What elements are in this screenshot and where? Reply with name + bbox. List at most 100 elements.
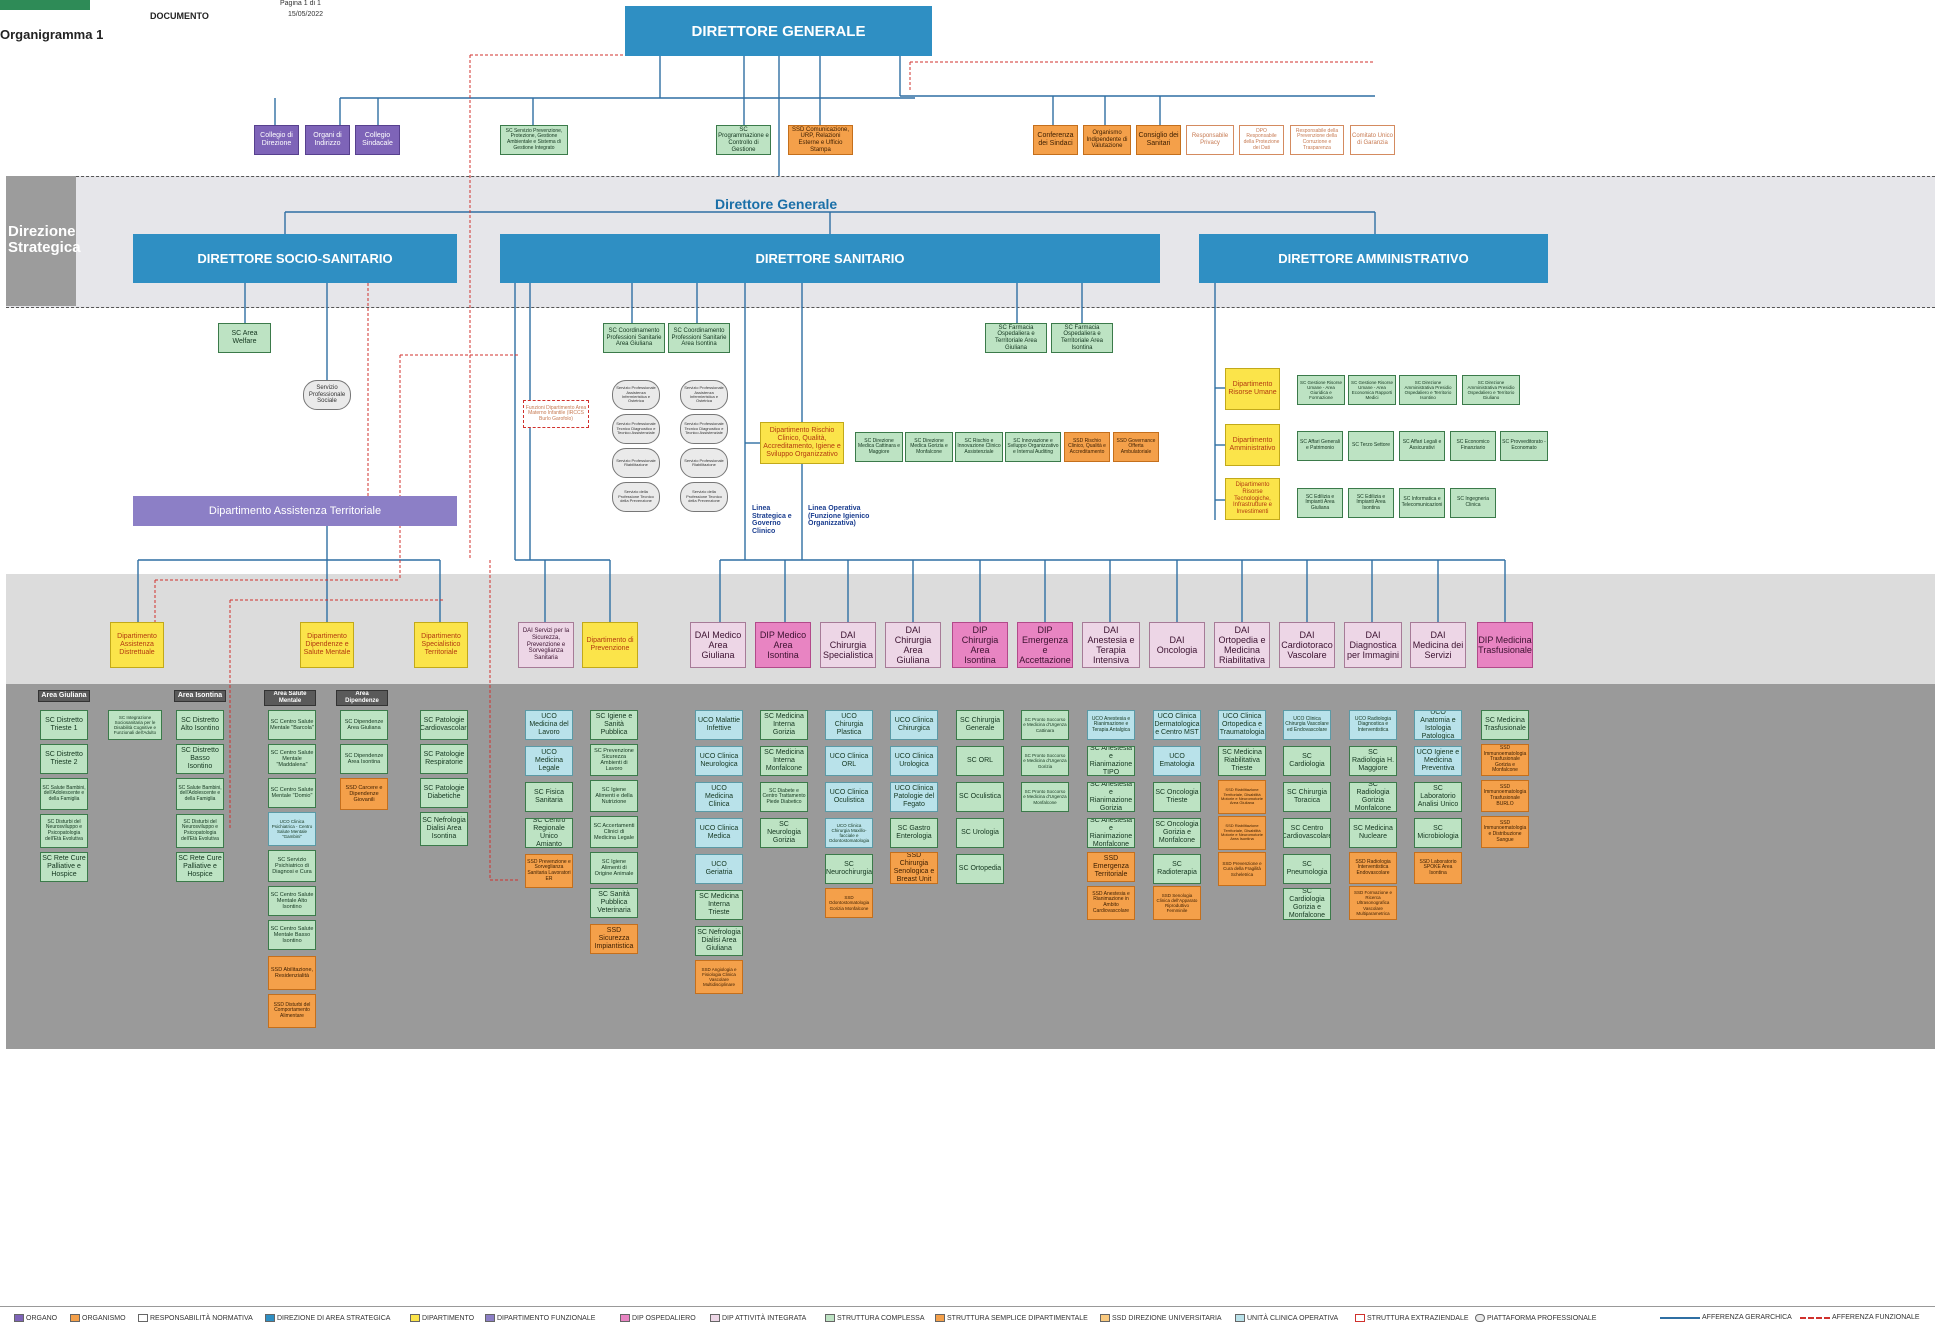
- c11-1[interactable]: SC Cardiologia: [1283, 746, 1331, 776]
- sc-area-welfare[interactable]: SC Area Welfare: [218, 323, 271, 353]
- c1-1[interactable]: SC Prevenzione Sicurezza Ambienti di Lav…: [590, 744, 638, 776]
- c9-2[interactable]: SC Oncologia Trieste: [1153, 782, 1201, 812]
- c11-5[interactable]: SC Cardiologia Gorizia e Monfalcone: [1283, 888, 1331, 920]
- direttore-sanitario-box[interactable]: DIRETTORE SANITARIO: [500, 234, 1160, 283]
- dsm-sm-4[interactable]: SC Servizio Psichiatrico di Diagnosi e C…: [268, 850, 316, 882]
- c12-5[interactable]: SSD Formazione e Ricerca Ultrasonografic…: [1349, 886, 1397, 920]
- c6-0[interactable]: SC Chirurgia Generale: [956, 710, 1004, 740]
- distr-integrazione[interactable]: SC Integrazione Sociosanitaria per le Di…: [108, 710, 162, 740]
- coord-area-giuliana[interactable]: SC Coordinamento Professioni Sanitarie A…: [603, 323, 665, 353]
- direttore-amministrativo-box[interactable]: DIRETTORE AMMINISTRATIVO: [1199, 234, 1548, 283]
- distr-i-3[interactable]: SC Disturbi del Neurosviluppo e Psicopat…: [176, 814, 224, 848]
- c1-0[interactable]: SC Igiene e Sanità Pubblica: [590, 710, 638, 740]
- dsm-sm-5[interactable]: SC Centro Salute Mentale Alto Isontino: [268, 886, 316, 916]
- distr-g-4[interactable]: SC Rete Cure Palliative e Hospice: [40, 852, 88, 882]
- c7-1[interactable]: SC Pronto Soccorso e Medicina d'Urgenza …: [1021, 746, 1069, 776]
- c10-4[interactable]: SSD Prevenzione e Cura della Fragilità S…: [1218, 852, 1266, 886]
- dip-trasfusionale[interactable]: DIP Medicina Trasfusionale: [1477, 622, 1533, 668]
- c11-2[interactable]: SC Chirurgia Toracica: [1283, 782, 1331, 812]
- distr-g-2[interactable]: SC Salute Bambini, dell'Adolescente e de…: [40, 778, 88, 810]
- c8-0[interactable]: UCO Anestesia e Rianimazione e Terapia A…: [1087, 710, 1135, 740]
- dipartimento-assistenza-territoriale[interactable]: Dipartimento Assistenza Territoriale: [133, 496, 457, 526]
- c11-3[interactable]: SC Centro Cardiovascolare: [1283, 818, 1331, 848]
- funzioni-materno-infantile[interactable]: Funzioni Dipartimento Area Materno Infan…: [523, 400, 589, 428]
- dai-medicina-servizi[interactable]: DAI Medicina dei Servizi: [1410, 622, 1466, 668]
- distr-g-3[interactable]: SC Disturbi del Neurosviluppo e Psicopat…: [40, 814, 88, 848]
- c13-1[interactable]: UCO Igiene e Medicina Preventiva: [1414, 746, 1462, 776]
- dg-mid-0[interactable]: SC Servizio Prevenzione, Protezione, Ges…: [500, 125, 568, 155]
- c11-4[interactable]: SC Pneumologia: [1283, 854, 1331, 884]
- farmacia-area-isontina[interactable]: SC Farmacia Ospedaliera e Territoriale A…: [1051, 323, 1113, 353]
- dipartimento-risorse-tecnologiche[interactable]: Dipartimento Risorse Tecnologiche, Infra…: [1225, 478, 1280, 520]
- coord-service-giuliana-2[interactable]: Servizio Professionale Riabilitazione: [612, 448, 660, 478]
- dai-cardiotoraco[interactable]: DAI Cardiotoraco Vascolare: [1279, 622, 1335, 668]
- amministrativo-child-4[interactable]: SC Provveditorato - Economato: [1500, 431, 1548, 461]
- dg-right-0[interactable]: Conferenza dei Sindaci: [1033, 125, 1078, 155]
- spec-0[interactable]: SC Patologie Cardiovascolari: [420, 710, 468, 740]
- c6-3[interactable]: SC Urologia: [956, 818, 1004, 848]
- c7-0[interactable]: SC Pronto Soccorso e Medicina d'Urgenza …: [1021, 710, 1069, 740]
- dsm-sm-8[interactable]: SSD Disturbi del Comportamento Alimentar…: [268, 994, 316, 1028]
- dai-ortopedia[interactable]: DAI Ortopedia e Medicina Riabilitativa: [1214, 622, 1270, 668]
- tecnologie-child-0[interactable]: SC Edilizia e Impianti Area Giuliana: [1297, 488, 1343, 518]
- rischio-child-2[interactable]: SC Rischio e Innovazione Clinico Assiste…: [955, 432, 1003, 462]
- c2-0[interactable]: UCO Malattie Infettive: [695, 710, 743, 740]
- c0-3[interactable]: SC Centro Regionale Unico Amianto: [525, 818, 573, 848]
- dg-right-6[interactable]: Comitato Unico di Garanzia: [1350, 125, 1395, 155]
- c0-1[interactable]: UCO Medicina Legale: [525, 746, 573, 776]
- c12-0[interactable]: UCO Radiologia Diagnostica e Interventis…: [1349, 710, 1397, 740]
- amministrativo-child-1[interactable]: SC Terzo Settore: [1348, 431, 1394, 461]
- dipartimento-risorse-umane[interactable]: Dipartimento Risorse Umane: [1225, 368, 1280, 410]
- c1-3[interactable]: SC Accertamenti Clinici di Medicina Lega…: [590, 816, 638, 848]
- c6-1[interactable]: SC ORL: [956, 746, 1004, 776]
- dai-chirurgia-giuliana[interactable]: DAI Chirurgia Area Giuliana: [885, 622, 941, 668]
- c6-4[interactable]: SC Ortopedia: [956, 854, 1004, 884]
- servizio-professionale-sociale[interactable]: Servizio Professionale Sociale: [303, 380, 351, 410]
- c12-3[interactable]: SC Medicina Nucleare: [1349, 818, 1397, 848]
- c13-4[interactable]: SSD Laboratorio SPOKE Area Isontina: [1414, 852, 1462, 884]
- c13-2[interactable]: SC Laboratorio Analisi Unico: [1414, 782, 1462, 812]
- c4-0[interactable]: UCO Chirurgia Plastica: [825, 710, 873, 740]
- distr-i-4[interactable]: SC Rete Cure Palliative e Hospice: [176, 852, 224, 882]
- dip-prevenzione[interactable]: Dipartimento di Prevenzione: [582, 622, 638, 668]
- coord-service-giuliana-1[interactable]: Servizio Professionale Tecnico Diagnosti…: [612, 414, 660, 444]
- coord-service-isontina-0[interactable]: Servizio Professionale Assistenza Inferm…: [680, 380, 728, 410]
- c8-5[interactable]: SSD Anestesia e Rianimazione in Ambito C…: [1087, 886, 1135, 920]
- c9-3[interactable]: SC Oncologia Gorizia e Monfalcone: [1153, 818, 1201, 848]
- c9-4[interactable]: SC Radioterapia: [1153, 854, 1201, 884]
- amministrativo-child-3[interactable]: SC Economico Finanziario: [1450, 431, 1496, 461]
- c4-3[interactable]: UCO Clinica Chirurgia Maxillo-facciale e…: [825, 818, 873, 848]
- c14-0[interactable]: SC Medicina Trasfusionale: [1481, 710, 1529, 740]
- c14-1[interactable]: SSD Immunoematologia Trasfusionale Goriz…: [1481, 744, 1529, 776]
- c2-7[interactable]: SSD Angiologia e Fisiologia Clinica Vasc…: [695, 960, 743, 994]
- coord-service-isontina-2[interactable]: Servizio Professionale Riabilitazione: [680, 448, 728, 478]
- c1-4[interactable]: SC Igiene Alimenti di Origine Animale: [590, 852, 638, 884]
- dip-medico-isontina[interactable]: DIP Medico Area Isontina: [755, 622, 811, 668]
- c8-2[interactable]: SC Anestesia e Rianimazione Gorizia: [1087, 782, 1135, 812]
- dg-right-5[interactable]: Responsabile della Prevenzione della Cor…: [1290, 125, 1344, 155]
- c11-0[interactable]: UCO Clinica Chirurgia Vascolare ed Endov…: [1283, 710, 1331, 740]
- c4-4[interactable]: SC Neurochirurgia: [825, 854, 873, 884]
- distr-g-0[interactable]: SC Distretto Trieste 1: [40, 710, 88, 740]
- direttore-generale-box[interactable]: DIRETTORE GENERALE: [625, 6, 932, 56]
- tecnologie-child-1[interactable]: SC Edilizia e Impianti Area Isontina: [1348, 488, 1394, 518]
- c12-4[interactable]: SSD Radiologia Interventistica Endovasco…: [1349, 852, 1397, 884]
- c3-3[interactable]: SC Neurologia Gorizia: [760, 818, 808, 848]
- coord-service-giuliana-0[interactable]: Servizio Professionale Assistenza Inferm…: [612, 380, 660, 410]
- dipartimento-rischio-clinico[interactable]: Dipartimento Rischio Clinico, Qualità, A…: [760, 422, 844, 464]
- amministrativo-child-0[interactable]: SC Affari Generali e Patrimonio: [1297, 431, 1343, 461]
- dipartimento-amministrativo[interactable]: Dipartimento Amministrativo: [1225, 424, 1280, 466]
- dai-diagnostica[interactable]: DAI Diagnostica per Immagini: [1344, 622, 1402, 668]
- c1-6[interactable]: SSD Sicurezza Impiantistica: [590, 924, 638, 954]
- c5-4[interactable]: SSD Chirurgia Senologica e Breast Unit: [890, 852, 938, 884]
- c10-2[interactable]: SSD Riabilitazione Territoriale, Disabil…: [1218, 780, 1266, 814]
- distr-i-0[interactable]: SC Distretto Alto Isontino: [176, 710, 224, 740]
- dg-left-0[interactable]: Collegio di Direzione: [254, 125, 299, 155]
- rischio-child-1[interactable]: SC Direzione Medica Gorizia e Monfalcone: [905, 432, 953, 462]
- dsm-sm-2[interactable]: SC Centro Salute Mentale "Domio": [268, 778, 316, 808]
- c14-2[interactable]: SSD Immunoematologia Trasfusionale BURLO: [1481, 780, 1529, 812]
- dg-mid-2[interactable]: SSD Comunicazione, URP, Relazioni Estern…: [788, 125, 853, 155]
- dip-specialistico-territoriale[interactable]: Dipartimento Specialistico Territoriale: [414, 622, 468, 668]
- dg-right-4[interactable]: DPO Responsabile della Protezione dei Da…: [1239, 125, 1284, 155]
- dsm-dip-0[interactable]: SC Dipendenze Area Giuliana: [340, 710, 388, 740]
